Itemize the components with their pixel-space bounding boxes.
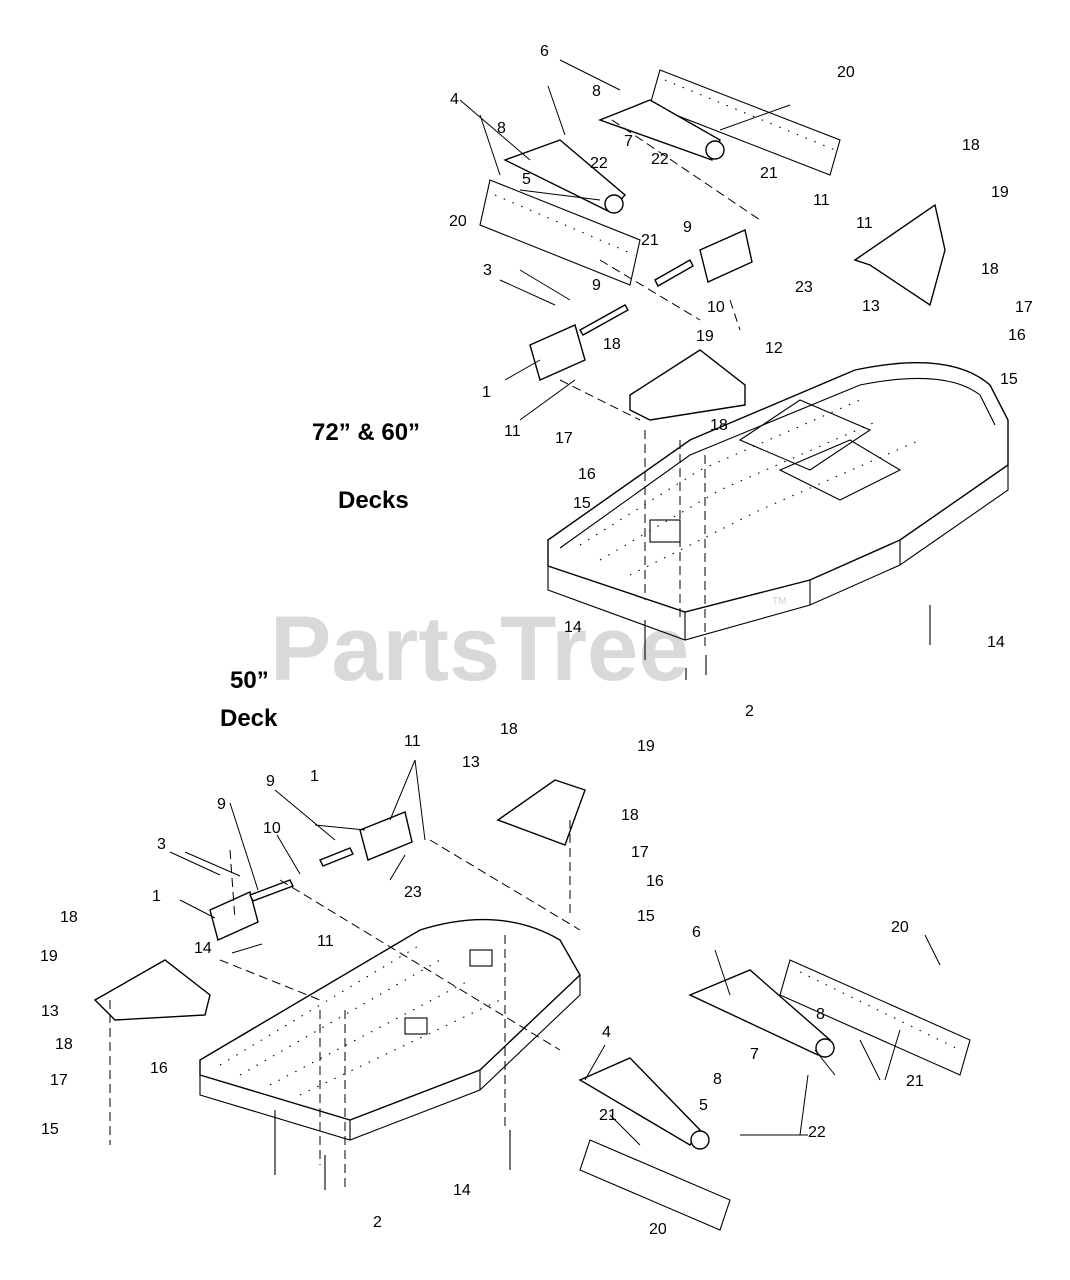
- part-callout-label: 11: [856, 215, 873, 232]
- part-callout-label: 11: [404, 733, 421, 750]
- part-callout-label: 4: [450, 91, 459, 108]
- part-callout-label: 14: [987, 634, 1005, 651]
- lower-section-title-line-1: 50”: [230, 667, 269, 694]
- part-callout-label: 20: [449, 213, 467, 230]
- part-callout-label: 19: [991, 184, 1009, 201]
- part-callout-label: 20: [649, 1221, 667, 1238]
- part-callout-label: 19: [40, 948, 58, 965]
- part-callout-label: 6: [692, 924, 701, 941]
- part-callout-label: 19: [637, 738, 655, 755]
- part-callout-label: 16: [150, 1060, 168, 1077]
- upper-assembly: [459, 59, 1009, 680]
- part-callout-label: 22: [651, 151, 669, 168]
- part-callout-label: 1: [152, 888, 161, 905]
- part-callout-label: 16: [578, 466, 596, 483]
- part-callout-label: 18: [621, 807, 639, 824]
- part-callout-label: 13: [462, 754, 480, 771]
- part-callout-label: 15: [637, 908, 655, 925]
- part-callout-label: 14: [194, 940, 212, 957]
- part-callout-label: 14: [564, 619, 582, 636]
- part-callout-label: 5: [699, 1097, 708, 1114]
- part-callout-label: 19: [696, 328, 714, 345]
- part-callout-label: 23: [795, 279, 813, 296]
- part-callout-label: 21: [906, 1073, 924, 1090]
- part-callout-label: 4: [602, 1024, 611, 1041]
- part-callout-label: 17: [555, 430, 573, 447]
- part-callout-label: 5: [522, 171, 531, 188]
- watermark-trademark: TM: [772, 596, 786, 607]
- part-callout-label: 18: [60, 909, 78, 926]
- part-callout-label: 9: [683, 219, 692, 236]
- part-callout-label: 10: [707, 299, 725, 316]
- part-callout-label: 18: [962, 137, 980, 154]
- part-callout-label: 18: [55, 1036, 73, 1053]
- part-callout-label: 22: [590, 155, 608, 172]
- part-callout-label: 13: [41, 1003, 59, 1020]
- part-callout-label: 22: [808, 1124, 826, 1141]
- part-callout-label: 11: [813, 192, 830, 209]
- part-callout-label: 15: [573, 495, 591, 512]
- part-callout-label: 2: [745, 703, 754, 720]
- part-callout-label: 1: [310, 768, 319, 785]
- part-callout-label: 14: [453, 1182, 471, 1199]
- part-callout-label: 3: [483, 262, 492, 279]
- lower-callouts: 1123456788991011111313141415151616171718…: [40, 721, 924, 1238]
- upper-section-title-line-1: 72” & 60”: [312, 419, 420, 446]
- watermark: PartsTree: [270, 598, 689, 700]
- part-callout-label: 7: [624, 133, 633, 150]
- part-callout-label: 21: [599, 1107, 617, 1124]
- part-callout-label: 8: [592, 83, 601, 100]
- part-callout-label: 8: [713, 1071, 722, 1088]
- upper-section-title-line-2: Decks: [338, 487, 409, 514]
- part-callout-label: 11: [317, 933, 334, 950]
- part-callout-label: 15: [1000, 371, 1018, 388]
- part-callout-label: 10: [263, 820, 281, 837]
- part-callout-label: 23: [404, 884, 422, 901]
- part-callout-label: 7: [750, 1046, 759, 1063]
- part-callout-label: 18: [981, 261, 999, 278]
- part-callout-label: 2: [373, 1214, 382, 1231]
- part-callout-label: 3: [157, 836, 166, 853]
- part-callout-label: 11: [504, 423, 521, 440]
- part-callout-label: 17: [50, 1072, 68, 1089]
- part-callout-label: 21: [641, 232, 659, 249]
- part-callout-label: 18: [710, 417, 728, 434]
- part-callout-label: 20: [891, 919, 909, 936]
- part-callout-label: 1: [482, 384, 491, 401]
- part-callout-label: 18: [603, 336, 621, 353]
- part-callout-label: 17: [631, 844, 649, 861]
- part-callout-label: 8: [497, 120, 506, 137]
- part-callout-label: 9: [266, 773, 275, 790]
- part-callout-label: 18: [500, 721, 518, 738]
- part-callout-label: 12: [765, 340, 783, 357]
- part-callout-label: 20: [837, 64, 855, 81]
- part-callout-label: 9: [217, 796, 226, 813]
- part-callout-label: 6: [540, 43, 549, 60]
- part-callout-label: 21: [760, 165, 778, 182]
- lower-assembly: [93, 759, 971, 1231]
- lower-section-title-line-2: Deck: [220, 705, 278, 732]
- part-callout-label: 17: [1015, 299, 1033, 316]
- part-callout-label: 9: [592, 277, 601, 294]
- part-callout-label: 8: [816, 1006, 825, 1023]
- part-callout-label: 15: [41, 1121, 59, 1138]
- part-callout-label: 16: [1008, 327, 1026, 344]
- part-callout-label: 13: [862, 298, 880, 315]
- part-callout-label: 16: [646, 873, 664, 890]
- upper-callouts: 1234567889910111111121314141515161617171…: [449, 43, 1033, 720]
